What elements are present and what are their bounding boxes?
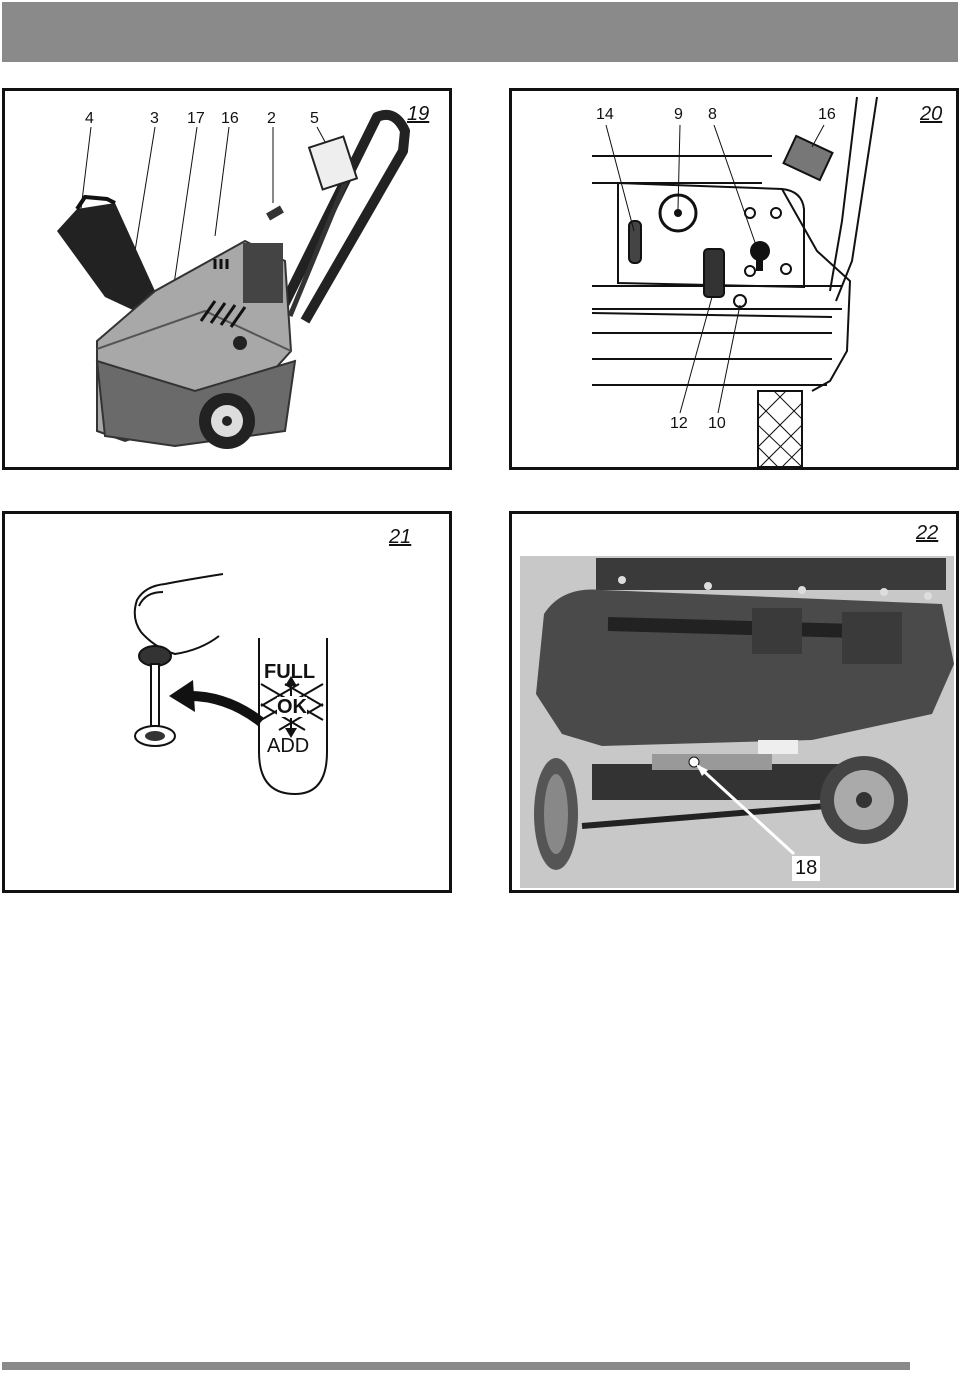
gauge-ok-label: OK <box>277 696 307 718</box>
callout-14: 14 <box>596 106 614 123</box>
callout-9: 9 <box>674 106 683 123</box>
gauge-add-label: ADD <box>267 735 310 757</box>
figure-number: 22 <box>916 522 939 544</box>
callout-18: 18 <box>792 856 821 881</box>
callout-5: 5 <box>310 110 319 127</box>
callout-8: 8 <box>708 106 717 123</box>
gauge-full-label: FULL <box>264 661 316 683</box>
header-bar <box>2 2 958 62</box>
figure-number: 19 <box>407 103 430 125</box>
figure-21-panel: 21 FULL OK ADD <box>2 511 452 893</box>
snow-blower-illustration <box>57 109 410 449</box>
figure-19-panel: 19 4 3 17 16 2 5 <box>2 88 452 470</box>
callout-12: 12 <box>670 415 688 432</box>
figure-22-panel: 22 18 <box>509 511 959 893</box>
dipstick-illustration <box>133 573 328 796</box>
callout-10: 10 <box>708 415 726 432</box>
control-panel-illustration <box>591 96 878 467</box>
callout-2: 2 <box>267 110 276 127</box>
callout-4: 4 <box>85 110 94 127</box>
callout-16: 16 <box>818 106 836 123</box>
figure-number: 20 <box>920 103 943 125</box>
callout-3: 3 <box>150 110 159 127</box>
callout-17: 17 <box>187 110 205 127</box>
callout-16: 16 <box>221 110 239 127</box>
figure-number: 21 <box>389 526 412 548</box>
footer-bar <box>2 1362 910 1370</box>
underside-photo <box>520 556 954 888</box>
figure-20-panel: 20 14 9 8 16 12 10 <box>509 88 959 470</box>
